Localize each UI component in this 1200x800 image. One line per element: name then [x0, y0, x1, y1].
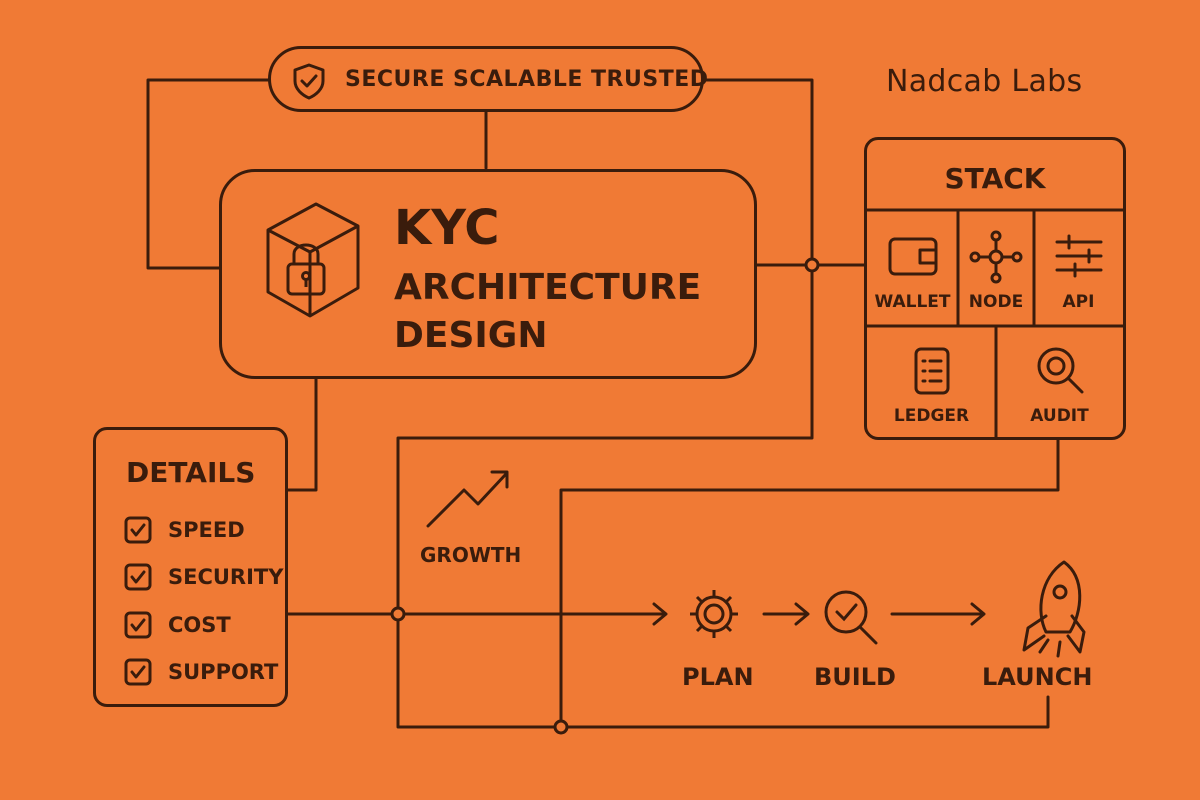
flow-step-launch: LAUNCH	[982, 663, 1093, 691]
stack-cell-ledger: LEDGER	[867, 326, 996, 437]
junction-dot	[553, 719, 569, 735]
main-title-design: DESIGN	[394, 315, 548, 356]
rocket-icon	[1022, 560, 1086, 658]
checkbox-checked-icon	[124, 516, 152, 544]
ledger-icon	[914, 347, 949, 395]
connector-main-details	[286, 377, 318, 492]
stack-title: STACK	[944, 162, 1046, 195]
wallet-icon	[888, 237, 937, 276]
details-label-cost: COST	[168, 613, 231, 637]
connector-launch-bottom	[562, 695, 1050, 729]
audit-icon	[1037, 347, 1083, 394]
stack-panel: STACK WALLET	[864, 137, 1126, 440]
flow-step-plan: PLAN	[682, 663, 754, 691]
stack-grid-lines	[864, 208, 1126, 440]
growth-label: GROWTH	[420, 543, 522, 567]
checkbox-checked-icon	[124, 658, 152, 686]
details-label-support: SUPPORT	[168, 660, 279, 684]
growth-arrow-head	[490, 470, 509, 489]
details-title: DETAILS	[126, 456, 256, 489]
stack-cell-node: NODE	[958, 210, 1034, 326]
arrow-head-build	[794, 602, 810, 626]
main-title-box: KYC ARCHITECTURE DESIGN	[219, 169, 757, 379]
stack-label-wallet: WALLET	[874, 292, 951, 312]
flow-step-build: BUILD	[814, 663, 896, 691]
arrow-head-launch	[970, 602, 986, 626]
connector-pill-right	[702, 78, 814, 267]
junction-dot	[804, 257, 820, 273]
checkbox-checked-icon	[124, 611, 152, 639]
stack-label-ledger: LEDGER	[893, 406, 970, 426]
stack-cell-audit: AUDIT	[996, 326, 1123, 437]
node-icon	[969, 230, 1023, 284]
details-label-security: SECURITY	[168, 565, 284, 589]
growth-arrow-line	[426, 472, 508, 528]
sliders-icon	[1055, 234, 1102, 278]
lock-cube-icon	[266, 202, 360, 318]
main-title-kyc: KYC	[394, 200, 500, 256]
tagline-text: SECURE SCALABLE TRUSTED	[345, 67, 709, 92]
stack-label-api: API	[1062, 292, 1095, 312]
gear-icon	[690, 590, 738, 638]
junction-dot	[390, 606, 406, 622]
tagline-pill: SECURE SCALABLE TRUSTED	[268, 46, 708, 112]
stack-cell-api: API	[1034, 210, 1123, 326]
checkbox-checked-icon	[124, 563, 152, 591]
main-title-architecture: ARCHITECTURE	[394, 267, 702, 308]
connector-growth-loop	[396, 269, 814, 729]
stack-cell-wallet: WALLET	[867, 210, 958, 326]
stack-label-audit: AUDIT	[1030, 406, 1089, 426]
brand-name: Nadcab Labs	[886, 64, 1083, 99]
shield-check-icon	[293, 63, 325, 100]
details-panel: DETAILS SPEED SECURITY COST	[93, 427, 288, 707]
details-label-speed: SPEED	[168, 518, 245, 542]
search-check-icon	[824, 590, 878, 645]
connector-audit-loop	[559, 438, 1060, 729]
connector-pill-left	[146, 78, 270, 270]
arrow-head-plan	[652, 602, 668, 626]
stack-label-node: NODE	[968, 292, 1024, 312]
